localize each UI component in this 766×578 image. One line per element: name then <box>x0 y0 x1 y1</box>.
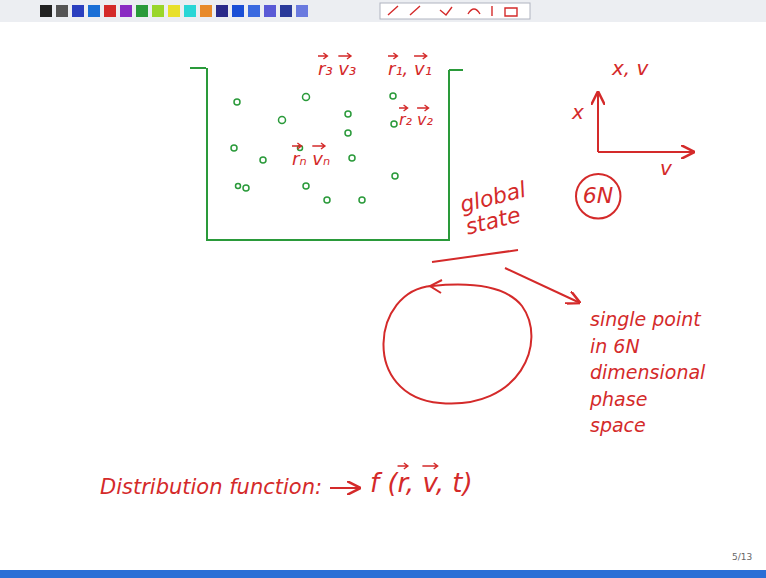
handwritten-note: x <box>572 102 584 123</box>
handwritten-note: r₁, v₁ <box>388 60 432 79</box>
vector-arrow <box>414 53 427 59</box>
handwritten-note: f (r, v, t) <box>370 470 473 497</box>
vector-arrow <box>422 463 437 469</box>
trajectory-arrowhead <box>430 280 442 293</box>
container-walls <box>190 68 463 240</box>
underline <box>432 250 518 262</box>
toolbar-swatches <box>40 3 530 19</box>
page-number: 5/13 <box>732 553 752 562</box>
handwritten-note: v <box>660 158 672 179</box>
handwritten-note: Distribution function: <box>100 476 322 498</box>
vector-arrow <box>338 53 351 59</box>
handwritten-note: single point in 6N dimensional phase spa… <box>590 306 702 439</box>
node-text: 6N <box>583 185 613 207</box>
vector-arrow <box>312 143 325 149</box>
phase-trajectory <box>383 285 531 404</box>
handwritten-note: x, v <box>612 58 648 79</box>
axis-x <box>597 94 599 152</box>
vector-arrow <box>398 463 408 469</box>
handwritten-note: r₂ v₂ <box>399 112 433 129</box>
pointer-arrow <box>505 268 578 302</box>
toolbar <box>0 0 766 22</box>
vector-arrow <box>399 105 408 111</box>
handwritten-note: r₃ v₃ <box>318 60 356 79</box>
arrow <box>330 487 358 489</box>
handwritten-note: global state <box>458 175 545 239</box>
handwritten-note: rₙ vₙ <box>292 150 330 169</box>
particles <box>231 93 398 203</box>
vector-arrow <box>318 53 327 59</box>
vector-arrow <box>388 53 397 59</box>
vector-arrow <box>417 105 428 111</box>
axis-v <box>598 151 692 153</box>
taskbar <box>0 570 766 578</box>
circled-term: 6N <box>574 172 622 220</box>
vector-arrow <box>292 143 301 149</box>
